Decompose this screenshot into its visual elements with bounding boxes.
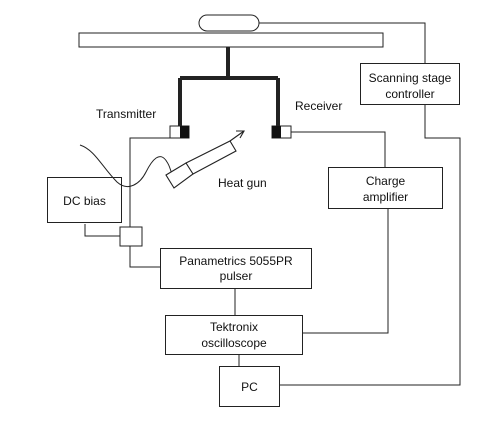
dc-bias-box: DC bias xyxy=(47,177,122,223)
receiver-wire xyxy=(291,131,386,167)
charge-amplifier-box: Charge amplifier xyxy=(328,167,443,209)
rail-carriage xyxy=(198,14,260,32)
scanning-stage-controller-box: Scanning stage controller xyxy=(360,63,460,105)
charge-amplifier-line2: amplifier xyxy=(362,190,409,204)
pulser-line1: Panametrics 5055PR xyxy=(179,254,293,268)
heat-gun-cord xyxy=(79,144,179,187)
dc-bias-label: DC bias xyxy=(63,194,106,208)
scanning-stage-controller-line1: Scanning stage xyxy=(368,71,452,85)
pulser-box: Panametrics 5055PR pulser xyxy=(160,248,312,289)
receiver-label: Receiver xyxy=(295,99,343,113)
amplifier-wire xyxy=(303,208,389,334)
pc-box: PC xyxy=(219,366,280,407)
charge-amplifier-line1: Charge xyxy=(365,174,406,188)
junction-box xyxy=(119,226,143,247)
pc-label: PC xyxy=(241,380,258,394)
oscilloscope-box: Tektronix oscilloscope xyxy=(165,315,303,355)
pulser-line2: pulser xyxy=(219,269,253,283)
transmitter-label: Transmitter xyxy=(96,107,157,121)
controller-link xyxy=(259,22,461,386)
dc-bias-wire xyxy=(84,224,120,237)
oscilloscope-line1: Tektronix xyxy=(209,320,259,334)
scanning-stage-controller-line2: controller xyxy=(385,87,435,101)
scanning-rail xyxy=(78,32,384,48)
oscilloscope-line2: oscilloscope xyxy=(201,336,267,350)
transducer-mount xyxy=(178,47,280,126)
heat-gun-label: Heat gun xyxy=(218,176,267,190)
heat-gun-body xyxy=(165,130,245,189)
transmitter-wire xyxy=(129,137,180,268)
